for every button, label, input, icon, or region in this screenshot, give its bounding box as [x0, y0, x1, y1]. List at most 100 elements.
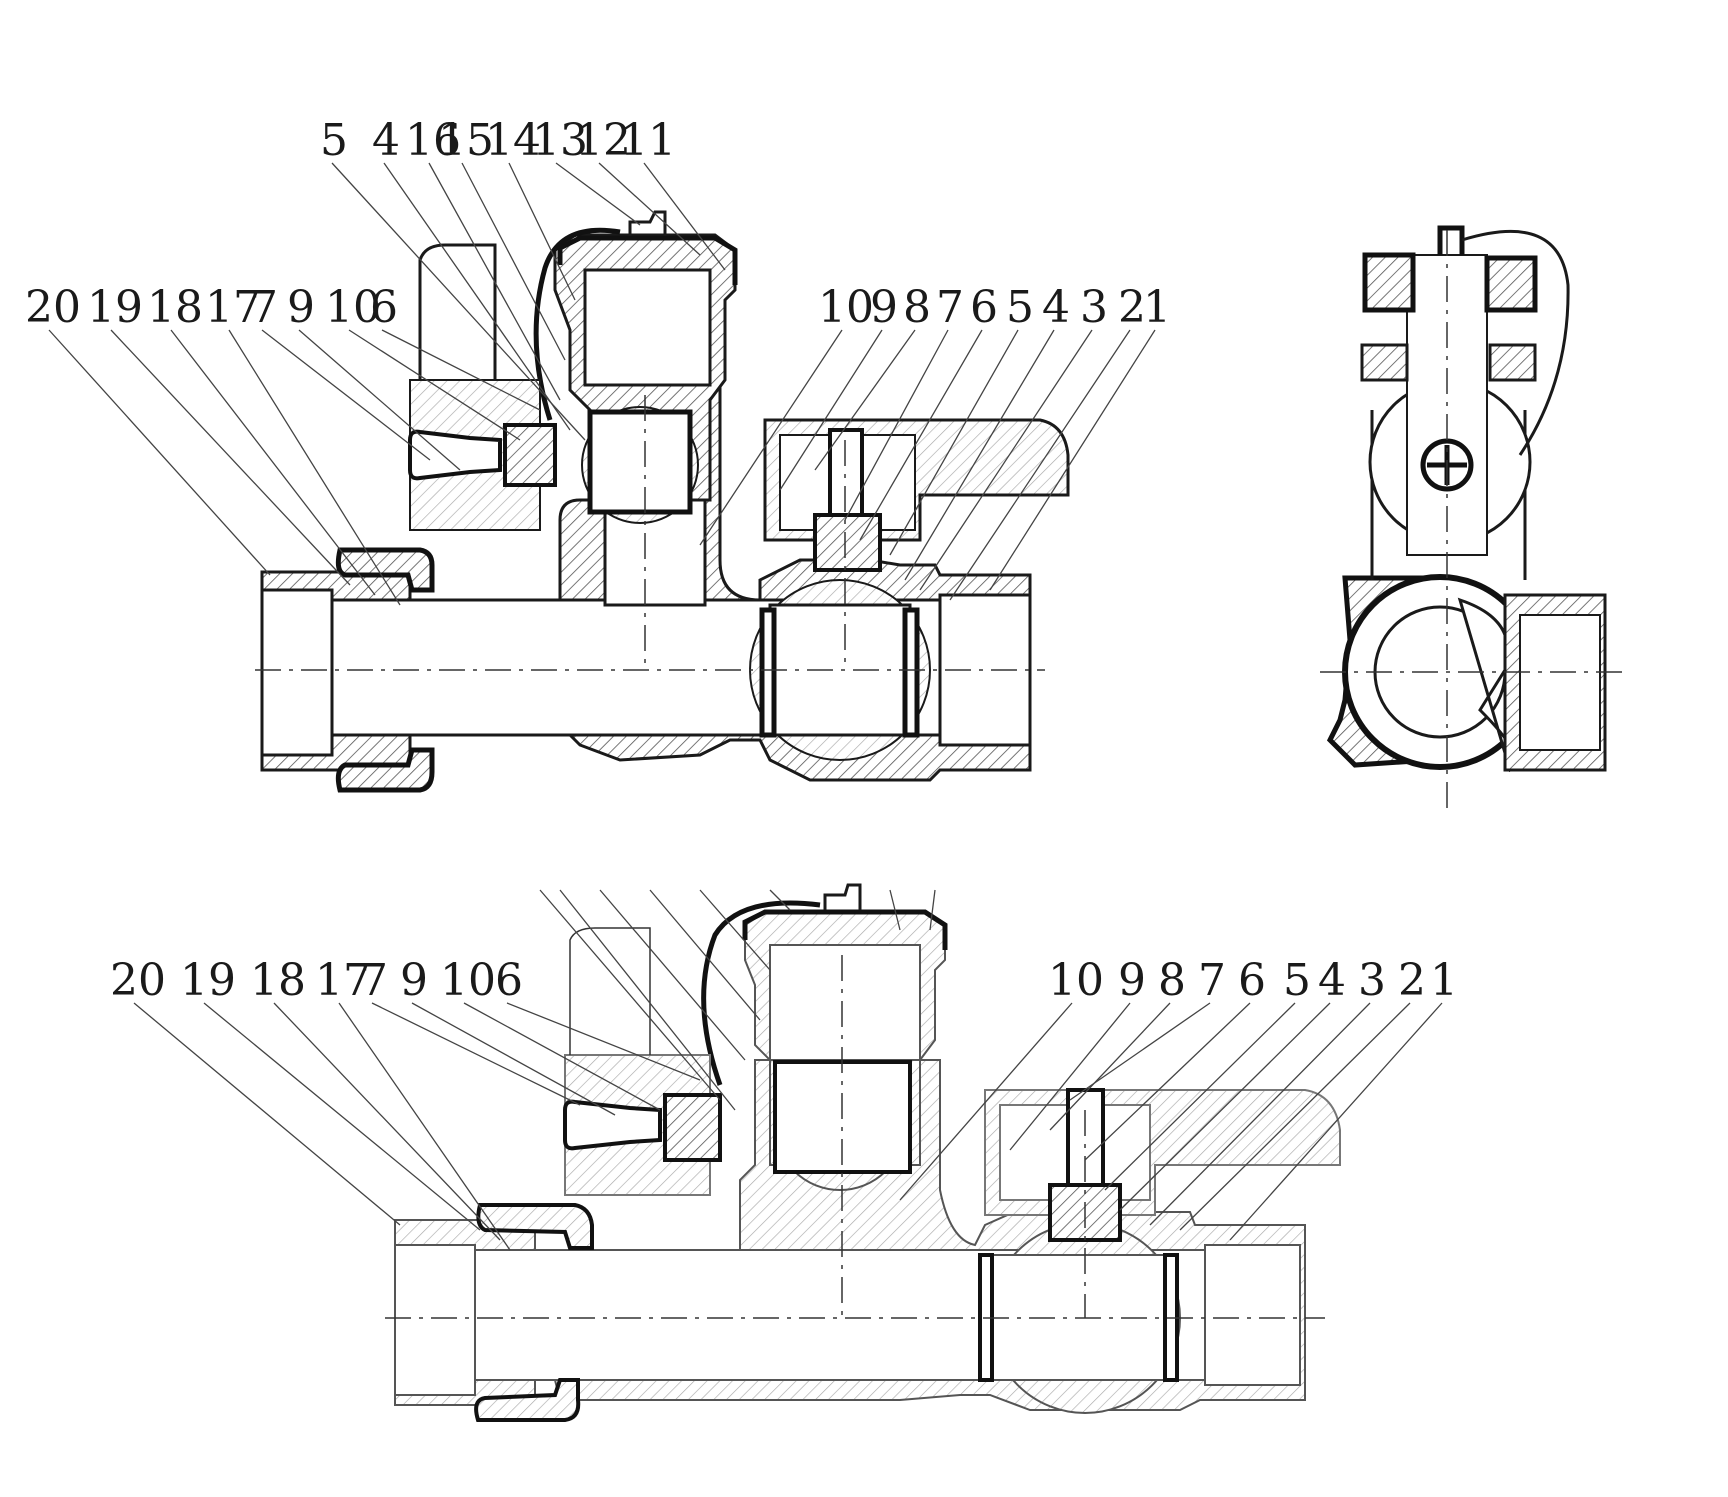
- part-label-bottom-left-4: 7: [360, 955, 388, 1006]
- part-label-top-upper-7: 11: [620, 115, 676, 166]
- part-label-bottom-right-5: 5: [1283, 955, 1311, 1006]
- part-label-top-left-3: 17: [205, 282, 261, 333]
- leader-line-bottom-left-0: [133, 1002, 401, 1226]
- leader-line-bottom-right-0: [899, 1002, 1073, 1201]
- top-cap-inner: [583, 268, 712, 387]
- part-label-bottom-left-2: 18: [250, 955, 306, 1006]
- leader-line-top-upper-0: [331, 162, 586, 441]
- top-spindle: [408, 429, 502, 481]
- leader-line-top-upper-2: [428, 162, 561, 401]
- top-cap-nub: [628, 210, 667, 236]
- part-label-top-right-0: 10: [818, 282, 874, 333]
- bottom-handle-lever: [569, 927, 651, 1055]
- top-ball-port: [768, 603, 912, 737]
- part-label-top-left-1: 19: [87, 282, 143, 333]
- part-label-bottom-right-9: 1: [1430, 955, 1458, 1006]
- part-label-top-upper-5: 13: [532, 115, 588, 166]
- bottom-left-socket: [394, 1244, 476, 1396]
- bottom-cap-nub: [823, 883, 862, 910]
- part-label-top-left-4: 7: [250, 282, 278, 333]
- leader-line-top-upper-7: [643, 162, 726, 271]
- leader-line-top-left-6: [348, 329, 521, 441]
- leader-line-top-upper-6: [598, 162, 701, 256]
- bottom-unlabeled-leaders: [539, 889, 936, 1111]
- top-left-leaders: [48, 329, 541, 606]
- part-label-top-right-3: 7: [936, 282, 964, 333]
- leader-line-bottom-right-4: [1084, 1002, 1251, 1161]
- part-label-top-right-4: 6: [970, 282, 998, 333]
- leader-line-top-right-8: [949, 329, 1131, 601]
- part-label-top-upper-0: 5: [320, 115, 348, 166]
- part-label-top-right-8: 2: [1118, 282, 1146, 333]
- leader-line-top-left-4: [261, 329, 431, 461]
- leader-line-top-upper-3: [461, 162, 566, 361]
- part-label-bottom-left-0: 20: [110, 955, 166, 1006]
- part-label-bottom-left-6: 10: [440, 955, 496, 1006]
- leader-line-bottom-left-7: [506, 1002, 701, 1081]
- top-union-nut-lower: [335, 747, 435, 793]
- leader-line-top-right-2: [814, 329, 916, 471]
- leader-line-bottom-right-1: [1009, 1002, 1131, 1151]
- top-seat-ring-left: [759, 607, 777, 738]
- part-label-bottom-right-0: 10: [1048, 955, 1104, 1006]
- side-pipe-bore: [1519, 614, 1601, 751]
- part-label-top-upper-1: 4: [372, 115, 400, 166]
- top-section-view: [255, 210, 1070, 793]
- leader-line-top-right-4: [859, 329, 983, 541]
- side-knob-left: [1362, 252, 1416, 313]
- part-label-bottom-right-1: 9: [1118, 955, 1146, 1006]
- leader-line-bottom-right-8: [1179, 1002, 1411, 1231]
- leader-line-top-left-7: [381, 329, 541, 411]
- leader-line-top-left-3: [228, 329, 401, 606]
- part-label-top-upper-4: 14: [485, 115, 541, 166]
- part-label-bottom-right-4: 6: [1238, 955, 1266, 1006]
- side-cable: [1461, 229, 1570, 456]
- leader-line-top-right-3: [844, 329, 949, 521]
- leader-line-bottom-right-7: [1149, 1002, 1371, 1226]
- bottom-spindle: [563, 1099, 662, 1151]
- part-label-bottom-right-8: 2: [1398, 955, 1426, 1006]
- top-upper-leaders: [331, 162, 726, 441]
- leader-line-top-right-1: [779, 329, 883, 491]
- leader-line-bottom-left-1: [203, 1002, 481, 1231]
- side-nut-left: [1360, 343, 1409, 382]
- leader-line-top-left-2: [170, 329, 376, 596]
- bottom-cap-outline: [742, 909, 948, 950]
- side-knob-right: [1484, 255, 1538, 313]
- part-label-top-right-7: 3: [1080, 282, 1108, 333]
- part-label-top-right-9: 1: [1143, 282, 1171, 333]
- part-label-top-left-7: 6: [370, 282, 398, 333]
- leader-line-bottom-right-9: [1229, 1002, 1443, 1241]
- bottom-left-leaders: [133, 1002, 701, 1251]
- leader-line-top-left-0: [48, 329, 271, 576]
- part-label-bottom-left-3: 17: [315, 955, 371, 1006]
- leader-line-bottom-left-4: [371, 1002, 581, 1106]
- part-label-top-left-2: 18: [147, 282, 203, 333]
- leader-line-bottom-left-6: [463, 1002, 661, 1111]
- part-label-top-upper-3: 15: [438, 115, 494, 166]
- part-label-top-left-6: 10: [325, 282, 381, 333]
- top-handle-lever: [418, 243, 497, 380]
- bottom-union-nut-upper: [476, 1203, 594, 1250]
- bottom-spindle-packing: [663, 1093, 722, 1162]
- top-seat-ring-right: [902, 607, 920, 738]
- bottom-cap-inner: [769, 944, 921, 1061]
- top-chamber-port: [587, 409, 693, 515]
- side-top-nub: [1437, 225, 1465, 255]
- part-label-top-right-1: 9: [870, 282, 898, 333]
- part-label-top-upper-6: 12: [575, 115, 631, 166]
- part-label-top-upper-2: 16: [405, 115, 461, 166]
- leader-line-bottom-left-2: [273, 1002, 501, 1241]
- leader-line-top-left-5: [298, 329, 461, 471]
- part-label-top-right-5: 5: [1006, 282, 1034, 333]
- side-nut-right: [1488, 343, 1537, 382]
- part-label-top-right-2: 8: [903, 282, 931, 333]
- leader-line-top-right-0: [699, 329, 843, 546]
- top-left-socket: [260, 588, 334, 757]
- leader-line-top-right-7: [919, 329, 1093, 591]
